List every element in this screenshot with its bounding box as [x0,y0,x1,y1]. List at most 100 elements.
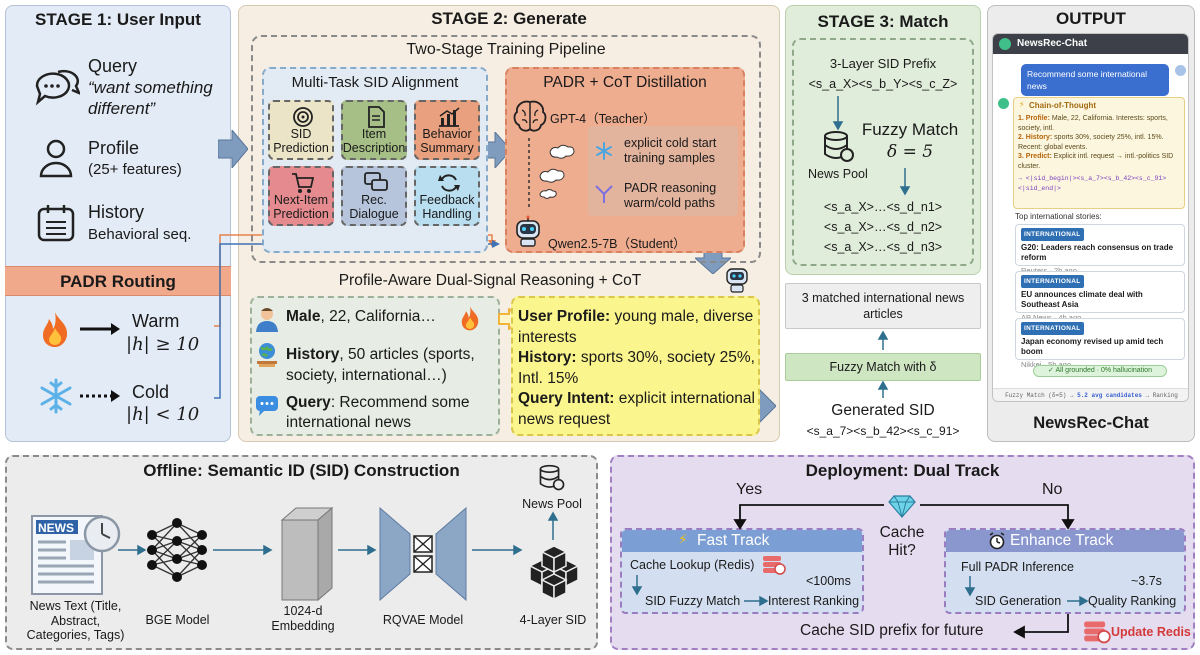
database-icon [539,464,565,491]
article-tag: INTERNATIONAL [1021,275,1084,288]
alarm-clock-icon [989,532,1005,550]
left-profile-text: , 22, California… [320,308,436,325]
bge-label: BGE Model [145,613,210,627]
lightning-icon: ⚡ [678,531,688,547]
cot-1-bold: 1. Profile: [1018,115,1050,122]
avatar-icon [256,308,278,332]
distill-item: PADR reasoning warm/cold paths [624,181,717,210]
snowflake-icon [40,378,72,414]
stage3-news-pool: News Pool [808,167,868,181]
article-card[interactable]: INTERNATIONAL G20: Leaders reach consens… [1015,224,1185,275]
fuzzy-delta: δ = 5 [886,142,934,162]
article-card[interactable]: INTERNATIONAL Japan economy revised up a… [1015,318,1185,369]
cot-3-bold: 3. Predict: [1018,153,1052,160]
output-title: OUTPUT [1056,9,1126,28]
sid-result: <s_a_X>…<s_d_n3> [823,240,943,254]
article-card[interactable]: INTERNATIONAL EU announces climate deal … [1015,271,1185,322]
stage1-title: STAGE 1: User Input [35,10,201,29]
cot-box [1013,97,1185,209]
sid-result: <s_a_X>…<s_d_n2> [823,220,943,234]
task-item-description: Item Description [341,100,407,160]
fast-time: <100ms [806,574,851,588]
fast-title: Fast Track [697,532,770,549]
rqvae-icon [379,506,467,602]
right-intent-bold: Query Intent: [518,390,615,407]
enhance-title: Enhance Track [1010,532,1114,549]
warm-label: Warm [132,311,180,331]
cot-sid: → <|sid_begin|><s_a_7><s_b_42><s_c_91><|… [1018,175,1167,192]
matched-box [785,283,981,329]
chat-icon [364,172,388,191]
embedding-label: 1024-d Embedding [271,604,335,633]
robot-icon [516,215,540,247]
fast-rank: Interest Ranking [768,594,860,608]
cold-condition: |h| < 10 [126,404,200,425]
task-feedback-handling: Feedback Handling [414,166,480,226]
person-icon [39,139,73,178]
history-label: History [88,202,145,222]
output-caption: NewsRec-Chat [1033,414,1149,432]
check-icon: ✓ [1048,367,1056,374]
thought-clouds-icon [528,138,575,208]
article-tag: INTERNATIONAL [1021,228,1084,241]
enhance-track-header [946,530,1184,552]
redis-icon [763,556,786,575]
article-title: EU announces climate deal with Southeast… [1021,290,1143,309]
prefix-title: 3-Layer SID Prefix [829,56,937,71]
offline-news-pool: News Pool [522,497,582,511]
article-title: G20: Leaders reach consensus on trade re… [1021,243,1174,262]
app-name: NewsRec-Chat [1017,38,1088,49]
chat-window: NewsRec-Chat Recommend some internationa… [992,33,1189,402]
user-message[interactable]: Recommend some international news [1021,64,1169,96]
fast-lookup: Cache Lookup (Redis) [630,558,755,572]
fast-track-header [622,530,862,552]
cot-3-text: Explicit intl. request → intl.-politics … [1018,153,1174,170]
query-text: “want something different” [88,78,213,118]
article-title: Japan economy revised up amid tech boom [1021,337,1164,356]
arrow-right-icon [80,323,120,335]
yes-label: Yes [736,481,763,498]
chat-footer: Fuzzy Match (δ=5) → 5.2 avg candidates →… [993,388,1188,401]
footer-b: 5.2 avg candidates [1077,392,1142,399]
cot-lines: 1. Profile: Male, 22, California. Intere… [1018,114,1182,193]
task-label: SID Prediction [273,127,329,155]
enhance-time: ~3.7s [1131,574,1162,588]
task-next-item-prediction: Next-Item Prediction [268,166,334,226]
right-intent-text: explicit international news request [518,390,755,428]
left-history: History, 50 articles (sports, society, i… [286,344,498,386]
deploy-title: Deployment: Dual Track [805,461,1000,480]
cot-1-text: Male, 22, California. Interests: sports,… [1018,115,1168,132]
generated-title: Generated SID [831,402,935,419]
enhance-gen: SID Generation [975,594,1062,608]
left-query-text: : Recommend some international news [286,394,470,431]
bar-chart-icon [439,107,460,127]
calendar-icon [37,205,75,242]
update-redis-label: Update Redis [1111,625,1191,639]
fuzzy-with-box [785,353,981,381]
message-icon [256,396,278,416]
task-label: Behavior Summary [420,127,474,155]
grounded-text: All grounded · 0% hallucination [1055,367,1152,374]
enhance-infer: Full PADR Inference [961,560,1075,574]
task-label: Feedback Handling [419,193,475,221]
distill-items-box [588,126,738,216]
sid4-label: 4-Layer SID [519,613,587,627]
task-rec-dialogue: Rec. Dialogue [341,166,407,226]
lightning-icon: ⚡ [1019,100,1025,109]
distill-title: PADR + CoT Distillation [543,74,707,91]
left-query: Query: Recommend some international news [286,393,498,433]
padr-routing-banner: PADR Routing [5,266,231,296]
cot-2-bold: 2. History: [1018,134,1053,141]
fork-icon [595,185,613,203]
left-history-bold: History [286,346,340,363]
history-sub: Behavioral seq. [88,226,192,243]
stacked-cubes-icon [528,545,580,600]
dotted-arrow-icon [80,390,120,402]
grounded-badge: ✓ All grounded · 0% hallucination [1033,365,1167,377]
cache-hit-label: Cache Hit? [879,524,925,559]
left-query-bold: Query [286,394,331,411]
cot-title: Chain-of-Thought [1029,101,1097,110]
app-logo-icon [999,38,1011,50]
right-profile-bold: User Profile: [518,308,611,325]
document-icon [368,106,385,128]
